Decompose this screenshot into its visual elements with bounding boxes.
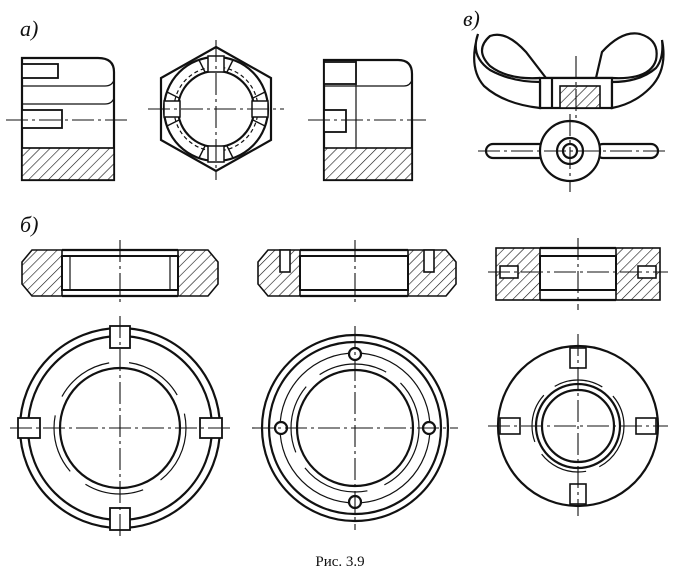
wing-nut-front-view	[473, 32, 665, 122]
radial-hole-nut-plan-view	[488, 334, 668, 516]
radial-hole-nut-section	[488, 238, 668, 310]
holed-nut-plan-view	[252, 326, 458, 530]
slotted-nut-plan-view	[10, 316, 232, 540]
label-v: в)	[463, 6, 480, 31]
slotted-nut-section	[21, 240, 219, 304]
wing-nut-top-view	[478, 114, 668, 192]
figure-caption: Рис. 3.9	[315, 554, 364, 570]
castle-nut-top-view	[148, 40, 284, 180]
holed-nut-section	[257, 240, 457, 304]
label-a: а)	[20, 16, 38, 41]
castle-nut-side-view	[308, 58, 426, 182]
castle-nut-front-view	[6, 56, 128, 182]
label-b: б)	[20, 212, 38, 237]
